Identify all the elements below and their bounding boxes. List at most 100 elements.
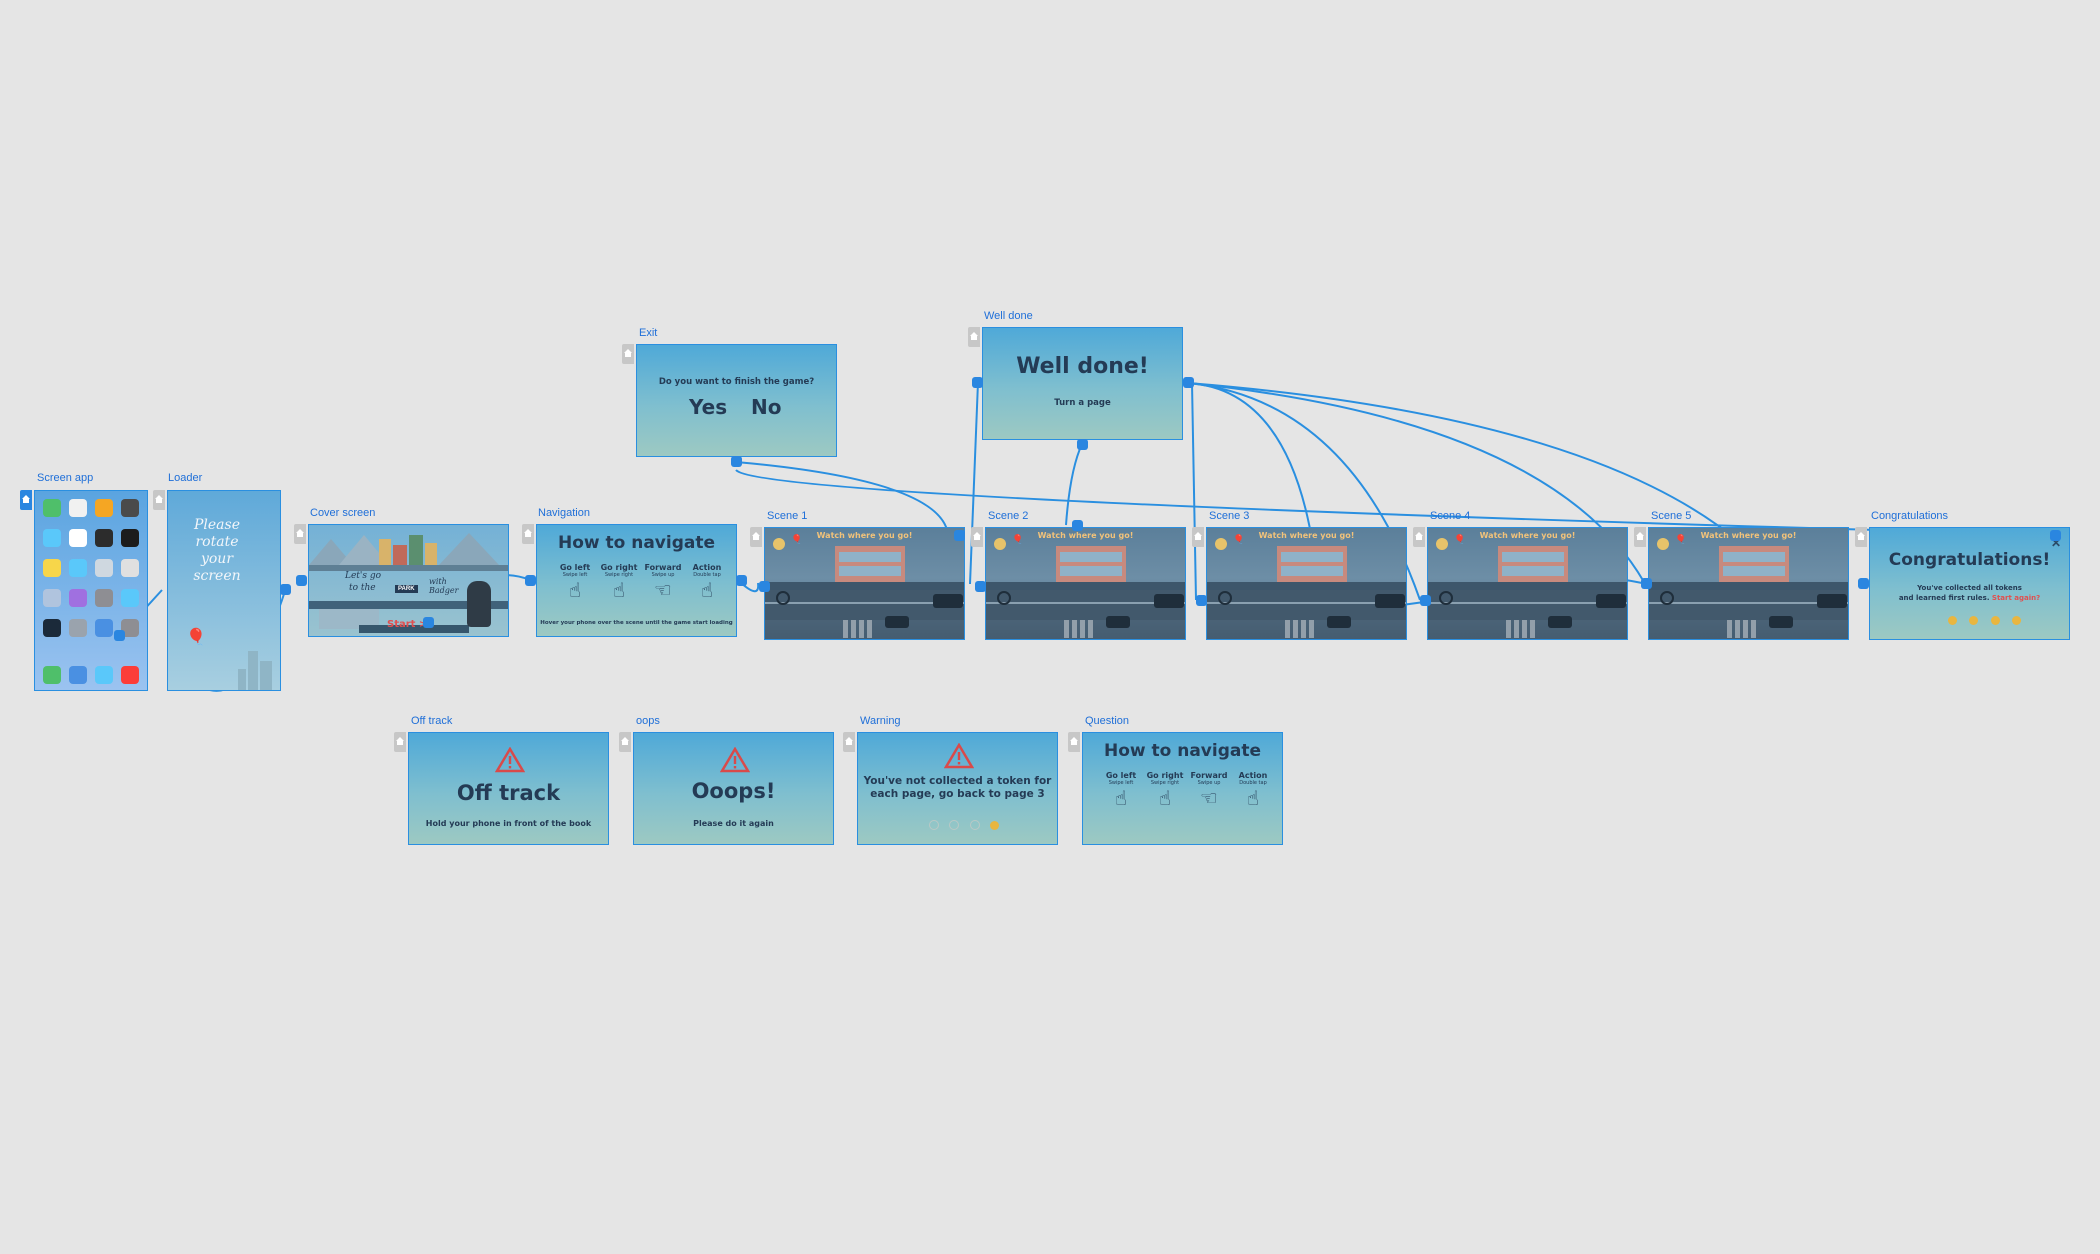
link-scene1-welldone (969, 381, 979, 585)
hotspot-navigation-out[interactable] (736, 575, 747, 586)
hotspot-welldone-out[interactable] (1183, 377, 1194, 388)
artboard-off-track[interactable]: Off track Hold your phone in front of th… (408, 732, 609, 845)
home-icon[interactable] (394, 732, 406, 752)
artboard-label-congrats: Congratulations (1871, 510, 1949, 522)
warning-line2: each page, go back to page 3 (870, 788, 1045, 800)
home-icon[interactable] (1855, 527, 1867, 547)
artboard-label-warning: Warning (860, 715, 901, 727)
scene-caption: Watch where you go! (816, 531, 913, 540)
artboard-cover-screen[interactable]: Let's go to the PARK with Badger Start > (308, 524, 509, 637)
app-icon (121, 619, 139, 637)
artboard-warning[interactable]: You've not collected a token for each pa… (857, 732, 1058, 845)
home-icon[interactable] (1634, 527, 1646, 547)
hotspot-scene-2[interactable] (954, 530, 965, 541)
artboard-label-loader: Loader (168, 472, 203, 484)
hotspot-scene-7[interactable] (1641, 578, 1652, 589)
start-button[interactable]: Start > (387, 619, 428, 630)
dock-app-icon (121, 666, 139, 684)
hotspot-cover-start[interactable] (423, 617, 434, 628)
artboard-scene2[interactable]: Watch where you go!🎈 (985, 527, 1186, 640)
hotspot-scene-6[interactable] (1420, 595, 1431, 606)
artboard-scene5[interactable]: Watch where you go!🎈 (1648, 527, 1849, 640)
artboard-screen-app[interactable] (34, 490, 148, 691)
link-welldone-scene2 (1191, 382, 1197, 601)
home-icon[interactable] (619, 732, 631, 752)
link-scene2-welldone (1065, 443, 1083, 526)
home-icon[interactable] (750, 527, 762, 547)
street-scene-illustration (1207, 538, 1406, 639)
balloon-icon: 🎈 (186, 629, 206, 646)
scene-caption: Watch where you go! (1258, 531, 1355, 540)
hotspot-welldone-in[interactable] (972, 377, 983, 388)
artboard-congratulations[interactable]: ✕ Congratulations! You've collected all … (1869, 527, 2070, 640)
street-scene-illustration (765, 538, 964, 639)
hotspot-welldone-bottom[interactable] (1077, 439, 1088, 450)
yes-button[interactable]: Yes (689, 395, 728, 419)
artboard-scene3[interactable]: Watch where you go! 🎈 (1206, 527, 1407, 640)
home-icon[interactable] (294, 524, 306, 544)
hotspot-congrats-in[interactable] (1858, 578, 1869, 589)
hand-gesture-icon: ☝ (1114, 786, 1128, 810)
nav-footer: Hover your phone over the scene until th… (540, 620, 733, 626)
link-scene1-exit (735, 461, 949, 535)
home-icon[interactable] (153, 490, 165, 510)
nav-title: How to navigate (557, 533, 716, 553)
home-icon[interactable] (968, 327, 980, 347)
app-icon (121, 499, 139, 517)
home-icon[interactable] (1068, 732, 1080, 752)
start-again-link[interactable]: Start again? (1991, 594, 2041, 602)
no-button[interactable]: No (751, 395, 782, 419)
home-icon[interactable] (622, 344, 634, 364)
congrats-title: Congratulations! (1888, 550, 2051, 570)
artboard-label-scene2: Scene 2 (988, 510, 1029, 522)
home-icon[interactable] (1192, 527, 1204, 547)
balloon-icon: 🎈 (1233, 534, 1245, 544)
scene-caption: Watch where you go! (1700, 531, 1797, 540)
link-exit-congrats (735, 469, 2056, 536)
street-scene-illustration (986, 538, 1185, 639)
well-done-title: Well done! (1016, 354, 1149, 379)
artboard-scene4[interactable]: Watch where you go!🎈 (1427, 527, 1628, 640)
home-icon[interactable] (1413, 527, 1425, 547)
balloon-icon: 🎈 (1012, 534, 1024, 544)
hotspot-congrats-close[interactable] (2050, 530, 2061, 541)
hotspot-exit-out[interactable] (731, 456, 742, 467)
hotspot-scene-3[interactable] (975, 581, 986, 592)
hotspot-cover-in[interactable] (296, 575, 307, 586)
app-icon (69, 529, 87, 547)
home-icon[interactable] (20, 490, 32, 510)
app-icon (121, 529, 139, 547)
app-icon (69, 499, 87, 517)
close-icon[interactable]: ✕ (2050, 536, 2061, 550)
hotspot-scene-5[interactable] (1196, 595, 1207, 606)
artboard-label-question: Question (1085, 715, 1130, 727)
hotspot-navigation-in[interactable] (525, 575, 536, 586)
app-icon (69, 589, 87, 607)
artboard-well-done[interactable]: Well done! Turn a page (982, 327, 1183, 440)
artboard-scene1[interactable]: Watch where you go!🎈 (764, 527, 965, 640)
hotspot-scene-4[interactable] (1072, 520, 1083, 531)
home-icon[interactable] (971, 527, 983, 547)
hand-gesture-icon: ☝ (1246, 786, 1260, 810)
home-icon[interactable] (843, 732, 855, 752)
oops-title: Ooops! (691, 779, 776, 803)
street-scene-illustration (1428, 538, 1627, 639)
dock-app-icon (43, 666, 61, 684)
artboard-label-welldone: Well done (984, 310, 1033, 322)
artboard-loader[interactable]: Please rotate your screen 🎈 (167, 490, 281, 691)
artboard-exit[interactable]: Do you want to finish the game? Yes No (636, 344, 837, 457)
question-title: How to navigate (1103, 741, 1262, 761)
hotspot-screen-app[interactable] (114, 630, 125, 641)
dock-app-icon (95, 666, 113, 684)
hotspot-loader[interactable] (280, 584, 291, 595)
badger-illustration (467, 581, 491, 627)
hand-gesture-icon: ☝ (568, 578, 582, 602)
artboard-oops[interactable]: Ooops! Please do it again (633, 732, 834, 845)
hotspot-scene-1[interactable] (759, 581, 770, 592)
home-icon[interactable] (522, 524, 534, 544)
